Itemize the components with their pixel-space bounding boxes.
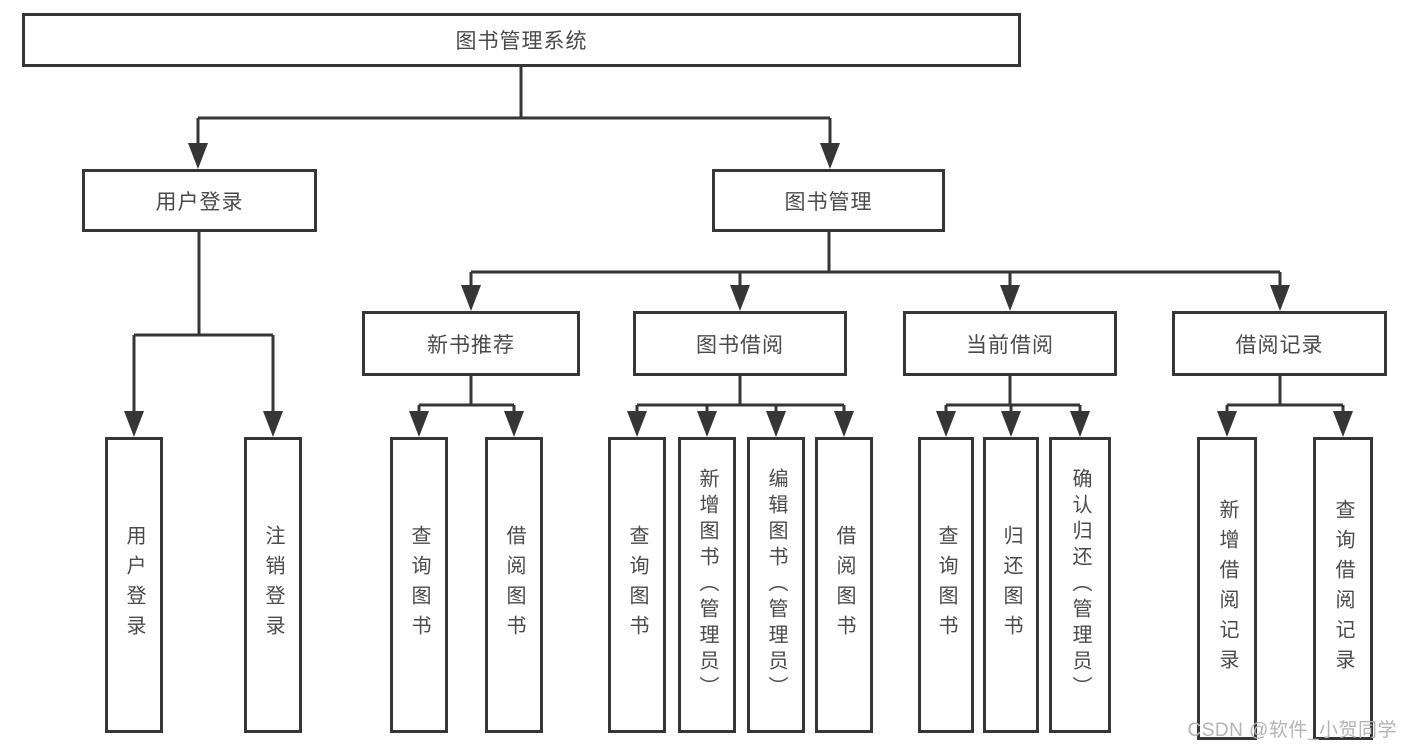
- leaf-label: 查询图书: [935, 525, 957, 645]
- leaf-newbooks-query: 查询图书: [390, 437, 448, 733]
- leaf-user-login: 用户登录: [105, 437, 163, 733]
- node-root: 图书管理系统: [22, 13, 1021, 67]
- leaf-records-add: 新增借阅记录: [1197, 437, 1257, 740]
- node-label: 用户登录: [155, 190, 244, 214]
- leaf-label: 新增借阅记录: [1216, 498, 1238, 679]
- node-current-borrow: 当前借阅: [903, 311, 1117, 376]
- node-label: 当前借阅: [966, 333, 1054, 357]
- leaf-label: 注销登录: [262, 525, 284, 645]
- leaf-label: 借阅图书: [833, 525, 855, 645]
- leaf-logout: 注销登录: [244, 437, 302, 733]
- node-user-login: 用户登录: [82, 169, 317, 232]
- leaf-label: 确认归还（管理员）: [1069, 468, 1091, 702]
- node-book-borrow: 图书借阅: [633, 311, 847, 376]
- node-label: 图书管理: [784, 190, 873, 214]
- watermark: CSDN @软件_小贺同学: [1187, 720, 1397, 741]
- leaf-current-confirm-admin: 确认归还（管理员）: [1049, 437, 1111, 733]
- node-label: 图书管理系统: [455, 30, 588, 53]
- leaf-current-query: 查询图书: [918, 437, 974, 733]
- node-book-mgmt: 图书管理: [712, 169, 945, 232]
- leaf-current-return: 归还图书: [983, 437, 1039, 733]
- leaf-label: 编辑图书（管理员）: [765, 468, 787, 702]
- leaf-label: 归还图书: [1000, 525, 1022, 645]
- leaf-borrow-borrow: 借阅图书: [815, 437, 873, 733]
- leaf-newbooks-borrow: 借阅图书: [485, 437, 543, 733]
- leaf-label: 用户登录: [123, 525, 145, 645]
- leaf-label: 新增图书（管理员）: [696, 468, 718, 702]
- node-new-books: 新书推荐: [362, 311, 580, 376]
- leaf-borrow-add-admin: 新增图书（管理员）: [678, 437, 736, 733]
- leaf-records-query: 查询借阅记录: [1313, 437, 1373, 740]
- node-label: 新书推荐: [427, 333, 515, 357]
- leaf-label: 借阅图书: [503, 525, 525, 645]
- leaf-label: 查询图书: [626, 525, 648, 645]
- leaf-borrow-query: 查询图书: [608, 437, 666, 733]
- leaf-borrow-edit-admin: 编辑图书（管理员）: [747, 437, 805, 733]
- node-borrow-records: 借阅记录: [1172, 311, 1387, 376]
- node-label: 图书借阅: [696, 333, 784, 357]
- leaf-label: 查询借阅记录: [1332, 498, 1354, 679]
- node-label: 借阅记录: [1235, 333, 1324, 357]
- leaf-label: 查询图书: [408, 525, 430, 645]
